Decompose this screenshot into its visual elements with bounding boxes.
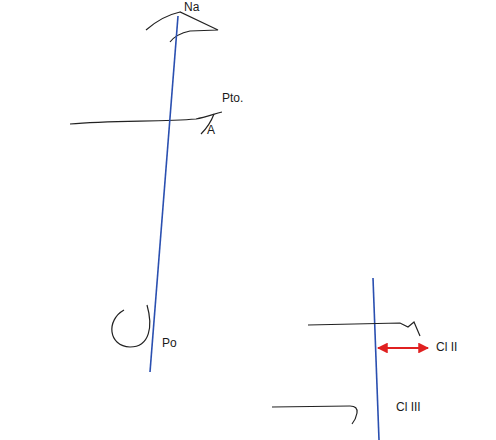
point-label: Pto. xyxy=(222,92,243,105)
class-three-outline xyxy=(272,406,357,424)
porion-outline xyxy=(112,305,150,347)
vertical-line xyxy=(373,278,379,440)
point-label: Cl III xyxy=(396,401,421,414)
class-two-outline xyxy=(308,322,420,336)
point-label: Po xyxy=(162,337,177,350)
point-label: Cl II xyxy=(436,341,457,354)
point-label: Na xyxy=(184,1,199,14)
reference-line xyxy=(150,16,178,372)
point-label: A xyxy=(207,124,215,137)
nasion-outline xyxy=(146,12,218,42)
distance-arrow xyxy=(378,347,428,349)
palatal-outline xyxy=(70,112,222,124)
